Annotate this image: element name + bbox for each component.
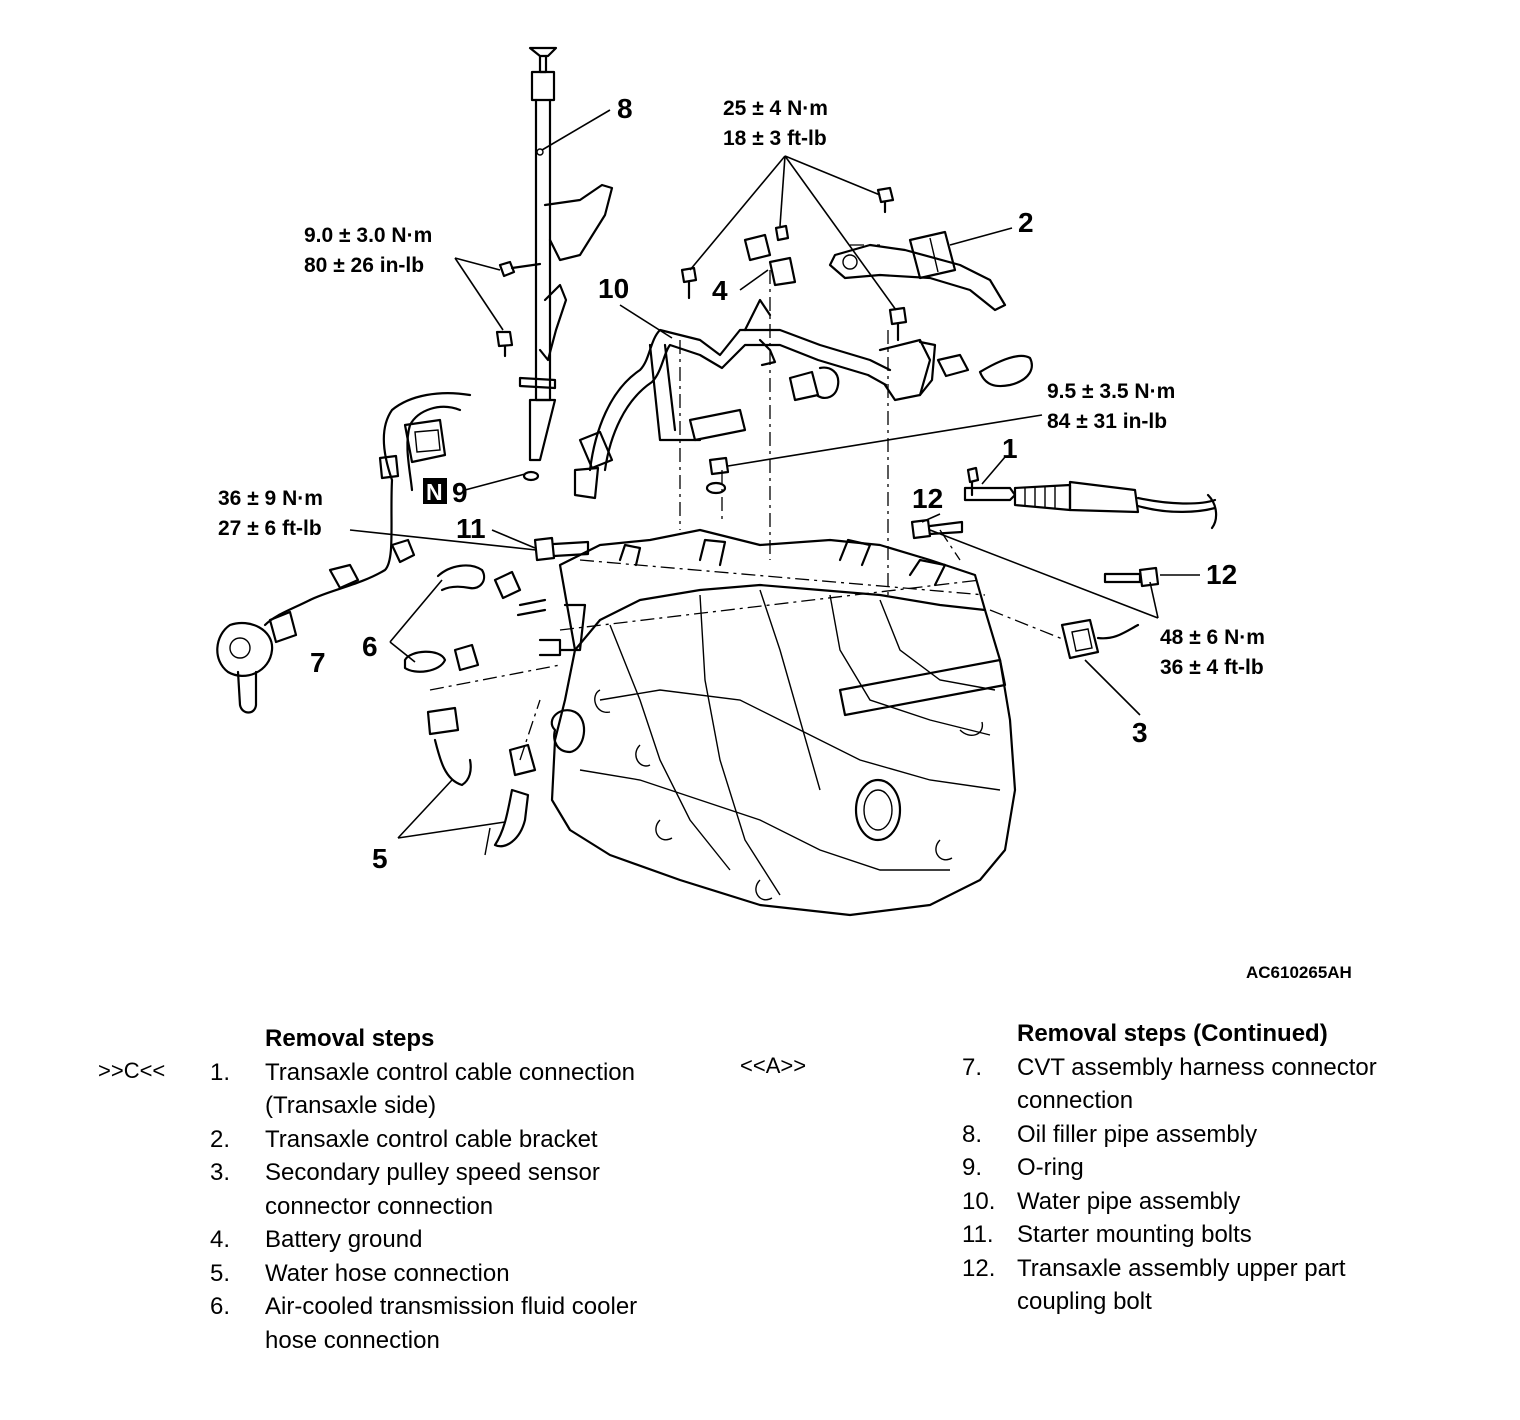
torque-95-inlb: 84 ± 31 in-lb (1047, 410, 1167, 433)
step-number: 4. (210, 1226, 231, 1253)
step-1: 1. Transaxle control cable connection (T… (210, 1056, 735, 1123)
step-text: Oil filler pipe assembly (1017, 1120, 1258, 1148)
torque-25-nm: 25 ± 4 N·m (723, 97, 828, 120)
step-4: 4. Battery ground (210, 1223, 735, 1257)
callout-9: 9 (452, 477, 468, 508)
step-number: 9. (962, 1154, 983, 1181)
step-text: (Transaxle side) (265, 1092, 437, 1119)
callout-1: 1 (1002, 433, 1018, 464)
right-removal-steps: Removal steps (Continued) 7. CVT assembl… (962, 1017, 1487, 1319)
step-text: Water hose connection (265, 1259, 510, 1287)
callout-7: 7 (310, 647, 326, 678)
step-number: 2. (210, 1125, 231, 1153)
transaxle-case (550, 528, 1017, 917)
left-service-tag: >>C<< (98, 1058, 166, 1083)
torque-36-nm: 36 ± 9 N·m (218, 487, 323, 510)
callout-5: 5 (372, 843, 388, 874)
o-ring (522, 470, 540, 482)
alignment-lines (429, 244, 1066, 761)
non-reusable-badge-label: N (426, 479, 443, 505)
hoses-upper (788, 353, 1033, 402)
bolts-9nm (495, 260, 542, 358)
step-number: 12. (962, 1254, 996, 1282)
figure-id: AC610265AH (1246, 963, 1352, 982)
callout-12-upper: 12 (912, 483, 943, 514)
step-2: 2. Transaxle control cable bracket (210, 1123, 735, 1157)
callout-8: 8 (617, 93, 633, 124)
step-10: 10. Water pipe assembly (962, 1185, 1487, 1219)
step-number: 6. (210, 1293, 231, 1320)
step-text: coupling bolt (1017, 1288, 1152, 1315)
step-6: 6. Air-cooled transmission fluid cooler … (210, 1290, 735, 1357)
torque-9-inlb: 80 ± 26 in-lb (304, 254, 424, 277)
torque-36-ftlb: 27 ± 6 ft-lb (218, 517, 322, 540)
left-removal-steps: Removal steps 1. Transaxle control cable… (210, 1022, 735, 1357)
torque-9-nm: 9.0 ± 3.0 N·m (304, 224, 432, 247)
step-number: 7. (962, 1053, 983, 1081)
cable-bracket (828, 186, 1007, 312)
step-text: Transaxle control cable connection (265, 1058, 635, 1086)
cooler-hoses (403, 564, 587, 673)
step-text: Water pipe assembly (1017, 1187, 1241, 1215)
step-number: 1. (210, 1058, 231, 1086)
step-3: 3. Secondary pulley speed sensor connect… (210, 1156, 735, 1223)
exploded-diagram: 8 2 10 4 1 12 12 11 3 7 6 5 N 9 25 ± 4 N… (216, 46, 1352, 982)
control-cable (963, 466, 1218, 530)
callout-10: 10 (598, 273, 629, 304)
callout-4: 4 (712, 275, 728, 306)
speed-sensor-connector (1060, 618, 1140, 660)
bolts-25nm (680, 266, 908, 342)
right-service-tag: <<A>> (740, 1053, 807, 1078)
step-text: Transaxle control cable bracket (265, 1125, 598, 1153)
callout-2: 2 (1018, 207, 1034, 238)
step-number: 5. (210, 1259, 231, 1287)
torque-25-ftlb: 18 ± 3 ft-lb (723, 127, 827, 150)
step-7: 7. CVT assembly harness connector connec… (962, 1051, 1487, 1118)
leader-lines (349, 109, 1200, 839)
callout-12-right: 12 (1206, 559, 1237, 590)
step-5: 5. Water hose connection (210, 1257, 735, 1291)
step-text: Transaxle assembly upper part (1017, 1254, 1346, 1282)
callout-9-group: N 9 (423, 477, 468, 508)
step-text: hose connection (265, 1326, 440, 1354)
callout-3: 3 (1132, 717, 1148, 748)
cvt-harness (216, 392, 472, 714)
nut-95nm (705, 456, 730, 495)
step-text: connection (1017, 1087, 1134, 1114)
step-text: connector connection (265, 1192, 494, 1220)
step-number: 11. (962, 1221, 994, 1248)
step-12: 12. Transaxle assembly upper part coupli… (962, 1252, 1487, 1319)
torque-48-nm: 48 ± 6 N·m (1160, 626, 1265, 649)
callout-11: 11 (456, 513, 486, 544)
callout-6: 6 (362, 631, 378, 662)
step-text: Battery ground (265, 1226, 423, 1253)
step-text: CVT assembly harness connector (1017, 1053, 1377, 1081)
step-text: Air-cooled transmission fluid cooler (265, 1293, 638, 1320)
starter-bolt (533, 536, 590, 562)
step-text: Secondary pulley speed sensor (265, 1159, 600, 1186)
oil-filler-pipe (518, 46, 614, 462)
step-text: O-ring (1017, 1154, 1084, 1181)
step-8: 8. Oil filler pipe assembly (962, 1118, 1487, 1152)
right-steps-heading: Removal steps (Continued) (1017, 1020, 1328, 1047)
step-number: 3. (210, 1159, 231, 1186)
coupling-bolts (910, 518, 1160, 588)
torque-95-nm: 9.5 ± 3.5 N·m (1047, 380, 1175, 403)
step-11: 11. Starter mounting bolts (962, 1218, 1487, 1252)
water-hoses (426, 706, 537, 856)
battery-ground (743, 224, 797, 287)
step-number: 10. (962, 1187, 996, 1215)
step-9: 9. O-ring (962, 1151, 1487, 1185)
non-reusable-badge (423, 478, 447, 504)
left-steps-heading: Removal steps (265, 1025, 435, 1052)
water-pipe (573, 298, 937, 500)
step-text: Starter mounting bolts (1017, 1221, 1252, 1248)
step-number: 8. (962, 1120, 983, 1148)
torque-48-ftlb: 36 ± 4 ft-lb (1160, 656, 1264, 679)
